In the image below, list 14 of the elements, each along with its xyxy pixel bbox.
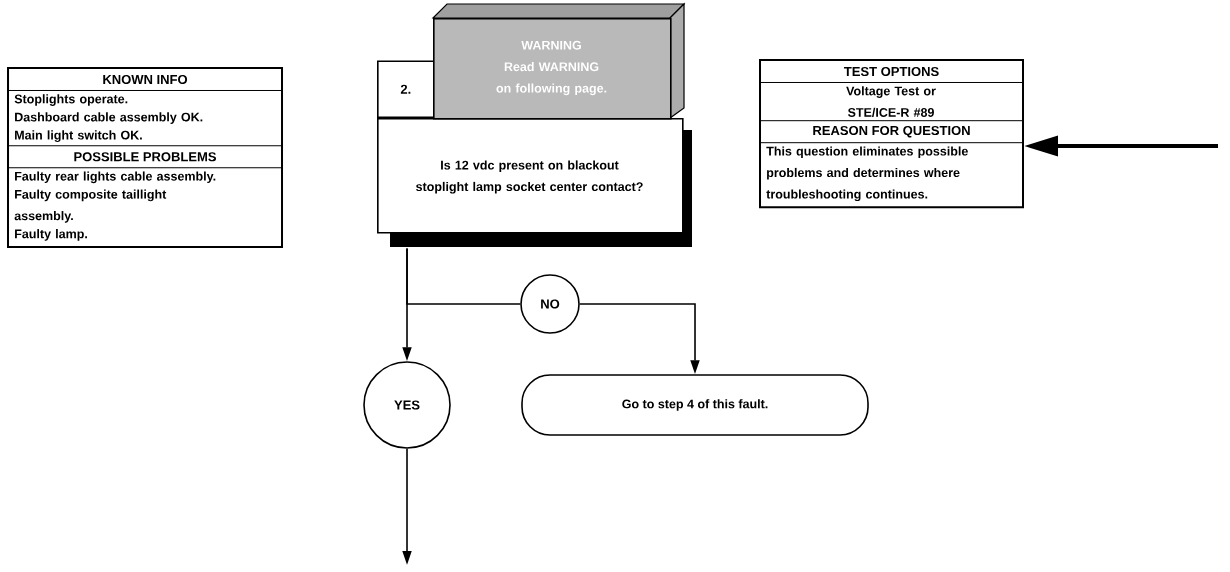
table-text: Dashboard cable assembly OK.: [15, 112, 203, 124]
node-label: 2.: [400, 84, 411, 94]
terminal-box: Go to step 4 of this fault.: [521, 374, 869, 436]
table-text: Stoplights operate.: [14, 94, 128, 106]
table-text: This question eliminates possible problems and determines where troubleshooting continues.: [766, 146, 968, 202]
table-text: Faulty lamp.: [15, 229, 87, 241]
table-text: Main light switch OK.: [15, 130, 142, 143]
table-header: TEST OPTIONS: [760, 60, 1023, 83]
table-text: Faulty rear lights cable assembly.: [15, 171, 216, 184]
table-header: POSSIBLE PROBLEMS: [8, 145, 282, 169]
table-text: Voltage Test or STE/ICE-R #89: [846, 86, 936, 117]
table-header: KNOWN INFO: [8, 68, 282, 91]
table-header: REASON FOR QUESTION: [760, 120, 1023, 144]
table-text: Faulty composite taillight assembly.: [14, 189, 167, 223]
